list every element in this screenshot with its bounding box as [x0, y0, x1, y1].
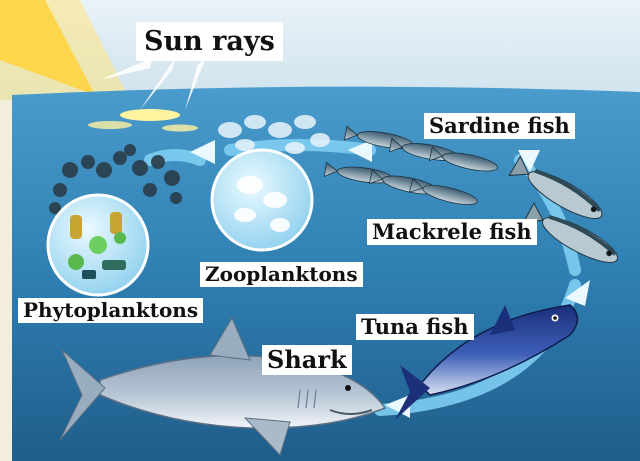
zooplankton-bubble: [212, 150, 312, 250]
shark-label: Shark: [262, 345, 352, 375]
sardine-fish-label: Sardine fish: [424, 113, 575, 139]
tuna-fish-label: Tuna fish: [356, 314, 474, 340]
zooplanktons-label: Zooplanktons: [200, 262, 363, 287]
page-corner: [0, 440, 12, 461]
phytoplankton-bubble: [48, 195, 148, 295]
phytoplanktons-label: Phytoplanktons: [18, 298, 203, 323]
mackrele-fish-label: Mackrele fish: [367, 219, 537, 245]
sun-rays-label: Sun rays: [136, 22, 283, 61]
